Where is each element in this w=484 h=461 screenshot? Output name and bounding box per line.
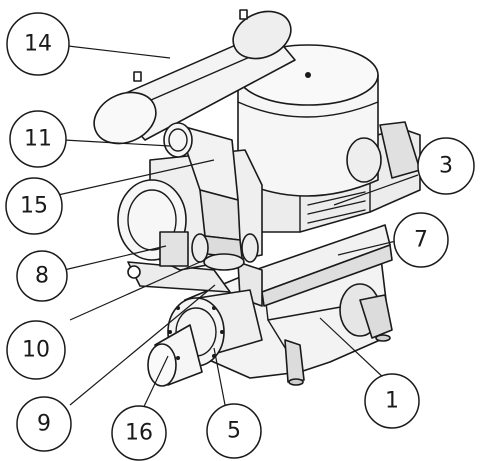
callout-16: 16 (111, 405, 167, 461)
callout-5-label: 5 (227, 419, 241, 444)
leader-lines (57, 45, 419, 416)
leader-7 (337, 240, 397, 256)
callout-11-label: 11 (24, 127, 52, 152)
leader-11 (63, 139, 171, 147)
callout-10-label: 10 (22, 338, 50, 363)
leader-3 (333, 174, 419, 206)
callout-5: 5 (206, 403, 262, 459)
callout-11: 11 (9, 110, 67, 168)
leader-16 (139, 355, 169, 416)
leader-9 (69, 284, 216, 406)
inlet-pipe-assembly (163, 122, 259, 271)
callout-9-label: 9 (37, 412, 51, 437)
callout-16-label: 16 (125, 421, 153, 446)
leader-14 (67, 45, 171, 59)
leader-10 (69, 261, 201, 321)
callout-10: 10 (6, 320, 66, 380)
callout-1-label: 1 (385, 389, 399, 414)
top-tube (93, 9, 296, 145)
flange-bolts (168, 306, 224, 360)
callout-15: 15 (5, 177, 63, 235)
callouts: 14 11 15 8 10 9 16 5 (5, 12, 475, 461)
leader-15 (57, 159, 215, 196)
leader-1 (319, 317, 387, 381)
leader-8 (63, 245, 167, 271)
callout-15-label: 15 (20, 194, 48, 219)
callout-8-label: 8 (35, 264, 49, 289)
callout-9: 9 (16, 396, 72, 452)
callout-7-label: 7 (414, 228, 428, 253)
front-rail (237, 224, 393, 307)
callout-3-label: 3 (439, 154, 453, 179)
callout-14-label: 14 (24, 32, 52, 57)
callout-3: 3 (417, 137, 475, 195)
callout-8: 8 (16, 250, 68, 302)
callout-1: 1 (364, 373, 420, 429)
leader-5 (213, 347, 227, 411)
callout-7: 7 (393, 212, 449, 268)
callout-14: 14 (6, 12, 70, 76)
outlet-pipe-assembly (147, 289, 263, 387)
